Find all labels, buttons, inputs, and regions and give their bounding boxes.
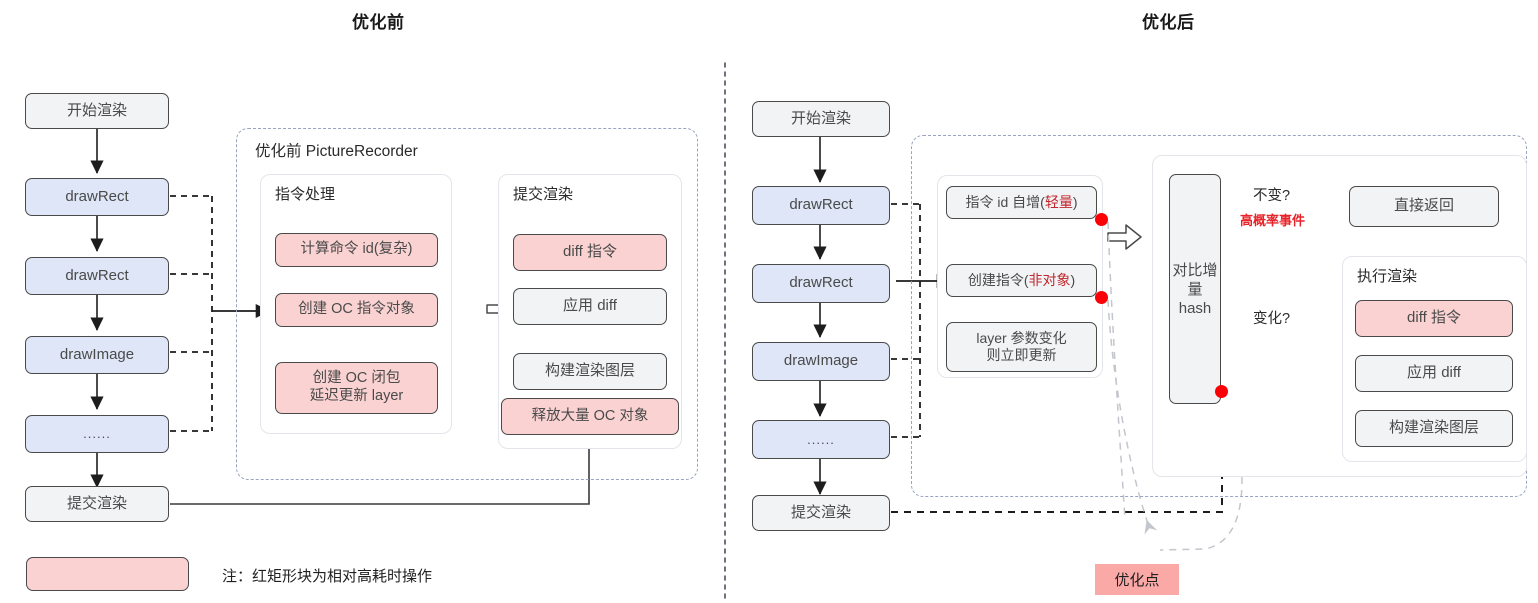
right-item-create-cmd[interactable]: 创建指令(非对象): [946, 264, 1097, 297]
left-item-create-oc-closure[interactable]: 创建 OC 闭包 延迟更新 layer: [275, 362, 438, 414]
right-flow-drawrect-1[interactable]: drawRect: [752, 186, 890, 225]
right-compare-hash-box[interactable]: 对比增量 hash: [1169, 174, 1221, 404]
right-item-cmd-id-increment-label: 指令 id 自增(轻量): [965, 193, 1078, 210]
left-item-create-oc-object[interactable]: 创建 OC 指令对象: [275, 293, 438, 327]
left-flow-ellipsis[interactable]: ......: [25, 415, 169, 453]
right-item-cmd-id-increment[interactable]: 指令 id 自增(轻量): [946, 186, 1097, 219]
right-ellipsis-label: ......: [807, 431, 835, 447]
ellipsis-label: ......: [83, 426, 111, 442]
left-item-release-oc[interactable]: 释放大量 OC 对象: [501, 398, 679, 435]
left-panel-a-label: 指令处理: [275, 186, 336, 203]
right-item-diff-cmd[interactable]: diff 指令: [1355, 300, 1513, 337]
accent-lightweight: 轻量: [1044, 193, 1073, 210]
left-item-apply-diff[interactable]: 应用 diff: [513, 288, 667, 325]
title-before: 优化前: [352, 13, 405, 32]
right-exec-panel-label: 执行渲染: [1357, 268, 1418, 285]
accent-non-object: 非对象: [1028, 271, 1071, 288]
legend-swatch: [26, 557, 189, 591]
right-flow-ellipsis[interactable]: ......: [752, 420, 890, 459]
right-item-create-cmd-label: 创建指令(非对象): [967, 271, 1076, 288]
right-item-layer-update[interactable]: layer 参数变化 则立即更新: [946, 322, 1097, 372]
optimization-point-tag: 优化点: [1095, 564, 1179, 595]
left-flow-drawimage[interactable]: drawImage: [25, 336, 169, 374]
compare-hash-mono-label: hash: [1178, 299, 1212, 317]
title-after: 优化后: [1142, 13, 1195, 32]
left-group-label: 优化前 PictureRecorder: [255, 143, 418, 160]
optimization-dot-1: [1095, 213, 1108, 226]
left-item-build-layer[interactable]: 构建渲染图层: [513, 353, 667, 390]
left-flow-start[interactable]: 开始渲染: [25, 93, 169, 129]
compare-hash-vertical-label: 对比增量: [1172, 262, 1218, 298]
optimization-dot-3: [1215, 385, 1228, 398]
right-flow-drawrect-2[interactable]: drawRect: [752, 264, 890, 303]
left-flow-commit[interactable]: 提交渲染: [25, 486, 169, 522]
left-panel-b-label: 提交渲染: [513, 186, 574, 203]
left-flow-drawrect-1[interactable]: drawRect: [25, 178, 169, 216]
right-flow-commit[interactable]: 提交渲染: [752, 495, 890, 531]
legend-note: 注：红矩形块为相对高耗时操作: [222, 568, 433, 585]
branch-note-high-probability: 高概率事件: [1240, 213, 1306, 228]
optimization-dot-2: [1095, 291, 1108, 304]
left-item-compute-cmd-id[interactable]: 计算命令 id(复杂): [275, 233, 438, 267]
left-item-create-oc-closure-label: 创建 OC 闭包 延迟更新 layer: [309, 370, 404, 404]
right-item-layer-update-label: layer 参数变化 则立即更新: [976, 329, 1067, 363]
left-item-diff-cmd[interactable]: diff 指令: [513, 234, 667, 271]
left-flow-drawrect-2[interactable]: drawRect: [25, 257, 169, 295]
branch-label-changed: 变化?: [1253, 311, 1291, 327]
right-item-apply-diff[interactable]: 应用 diff: [1355, 355, 1513, 392]
right-node-direct-return[interactable]: 直接返回: [1349, 186, 1499, 227]
right-item-build-layer[interactable]: 构建渲染图层: [1355, 410, 1513, 447]
right-flow-drawimage[interactable]: drawImage: [752, 342, 890, 381]
branch-label-unchanged: 不变?: [1253, 188, 1291, 204]
right-flow-start[interactable]: 开始渲染: [752, 101, 890, 137]
